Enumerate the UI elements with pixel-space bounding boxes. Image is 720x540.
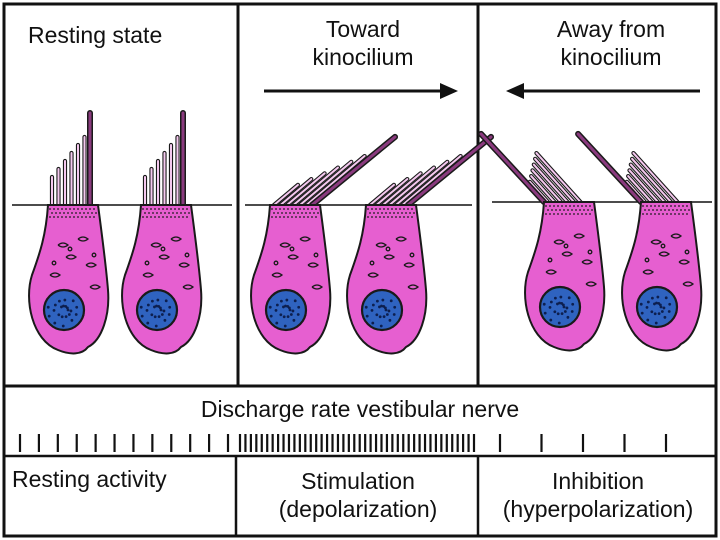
nucleus xyxy=(42,288,86,332)
cuticular-plate xyxy=(142,208,190,218)
panel-2-title-line1: Toward xyxy=(325,16,401,42)
hair-cell xyxy=(28,110,110,355)
panel-3-title-line1: Away from xyxy=(556,16,666,42)
organelles xyxy=(367,236,420,318)
state-resting-label: Resting activity xyxy=(12,466,167,492)
hair-cells xyxy=(28,110,703,355)
spike-train xyxy=(18,434,668,452)
chromatin xyxy=(639,295,672,325)
spikes-inhibition xyxy=(498,434,668,452)
spikes-resting xyxy=(18,434,230,452)
arrow-right-icon xyxy=(264,83,458,99)
state-stimulation-label: Stimulation xyxy=(301,468,415,494)
cuticular-plate xyxy=(545,205,593,215)
nucleus xyxy=(635,285,679,329)
cell-body xyxy=(524,201,606,352)
organelles xyxy=(545,233,598,315)
cell-body xyxy=(250,204,332,355)
chromatin xyxy=(268,298,301,328)
panel-3-title-line2: kinocilium xyxy=(560,44,662,70)
state-inhibition-label: Inhibition xyxy=(551,468,645,494)
cell-body xyxy=(121,204,203,355)
organelles xyxy=(49,236,102,318)
hair-cell xyxy=(250,133,399,355)
stereocilia-bundle xyxy=(142,134,180,208)
stereocilia-bundle xyxy=(271,153,367,208)
nerve-title: Discharge rate vestibular nerve xyxy=(200,396,520,422)
hair-cell xyxy=(575,130,703,352)
stereocilia-bundle xyxy=(49,134,87,208)
state-inhibition-sublabel: (hyperpolarization) xyxy=(502,496,694,522)
hair-cell xyxy=(121,110,203,355)
organelles xyxy=(142,236,195,318)
cuticular-plate xyxy=(642,205,690,215)
nucleus xyxy=(538,285,582,329)
cuticular-plate xyxy=(49,208,97,218)
hair-cell xyxy=(478,130,606,352)
cuticular-plate xyxy=(271,208,319,218)
cuticular-plate xyxy=(367,208,415,218)
cell-body xyxy=(346,204,428,355)
cell-body xyxy=(621,201,703,352)
chromatin xyxy=(46,298,79,328)
panel-2-title-line2: kinocilium xyxy=(312,44,414,70)
nucleus xyxy=(360,288,404,332)
chromatin xyxy=(364,298,397,328)
arrow-left-icon xyxy=(506,83,700,99)
panel-1-title: Resting state xyxy=(28,22,163,48)
hair-cell xyxy=(346,133,495,355)
stereocilia-bundle xyxy=(624,150,680,205)
chromatin xyxy=(542,295,575,325)
spikes-stimulation xyxy=(238,434,476,452)
cell-body xyxy=(28,204,110,355)
stereocilia-bundle xyxy=(367,153,463,208)
nucleus xyxy=(135,288,179,332)
nucleus xyxy=(264,288,308,332)
state-stimulation-sublabel: (depolarization) xyxy=(278,496,438,522)
chromatin xyxy=(139,298,172,328)
